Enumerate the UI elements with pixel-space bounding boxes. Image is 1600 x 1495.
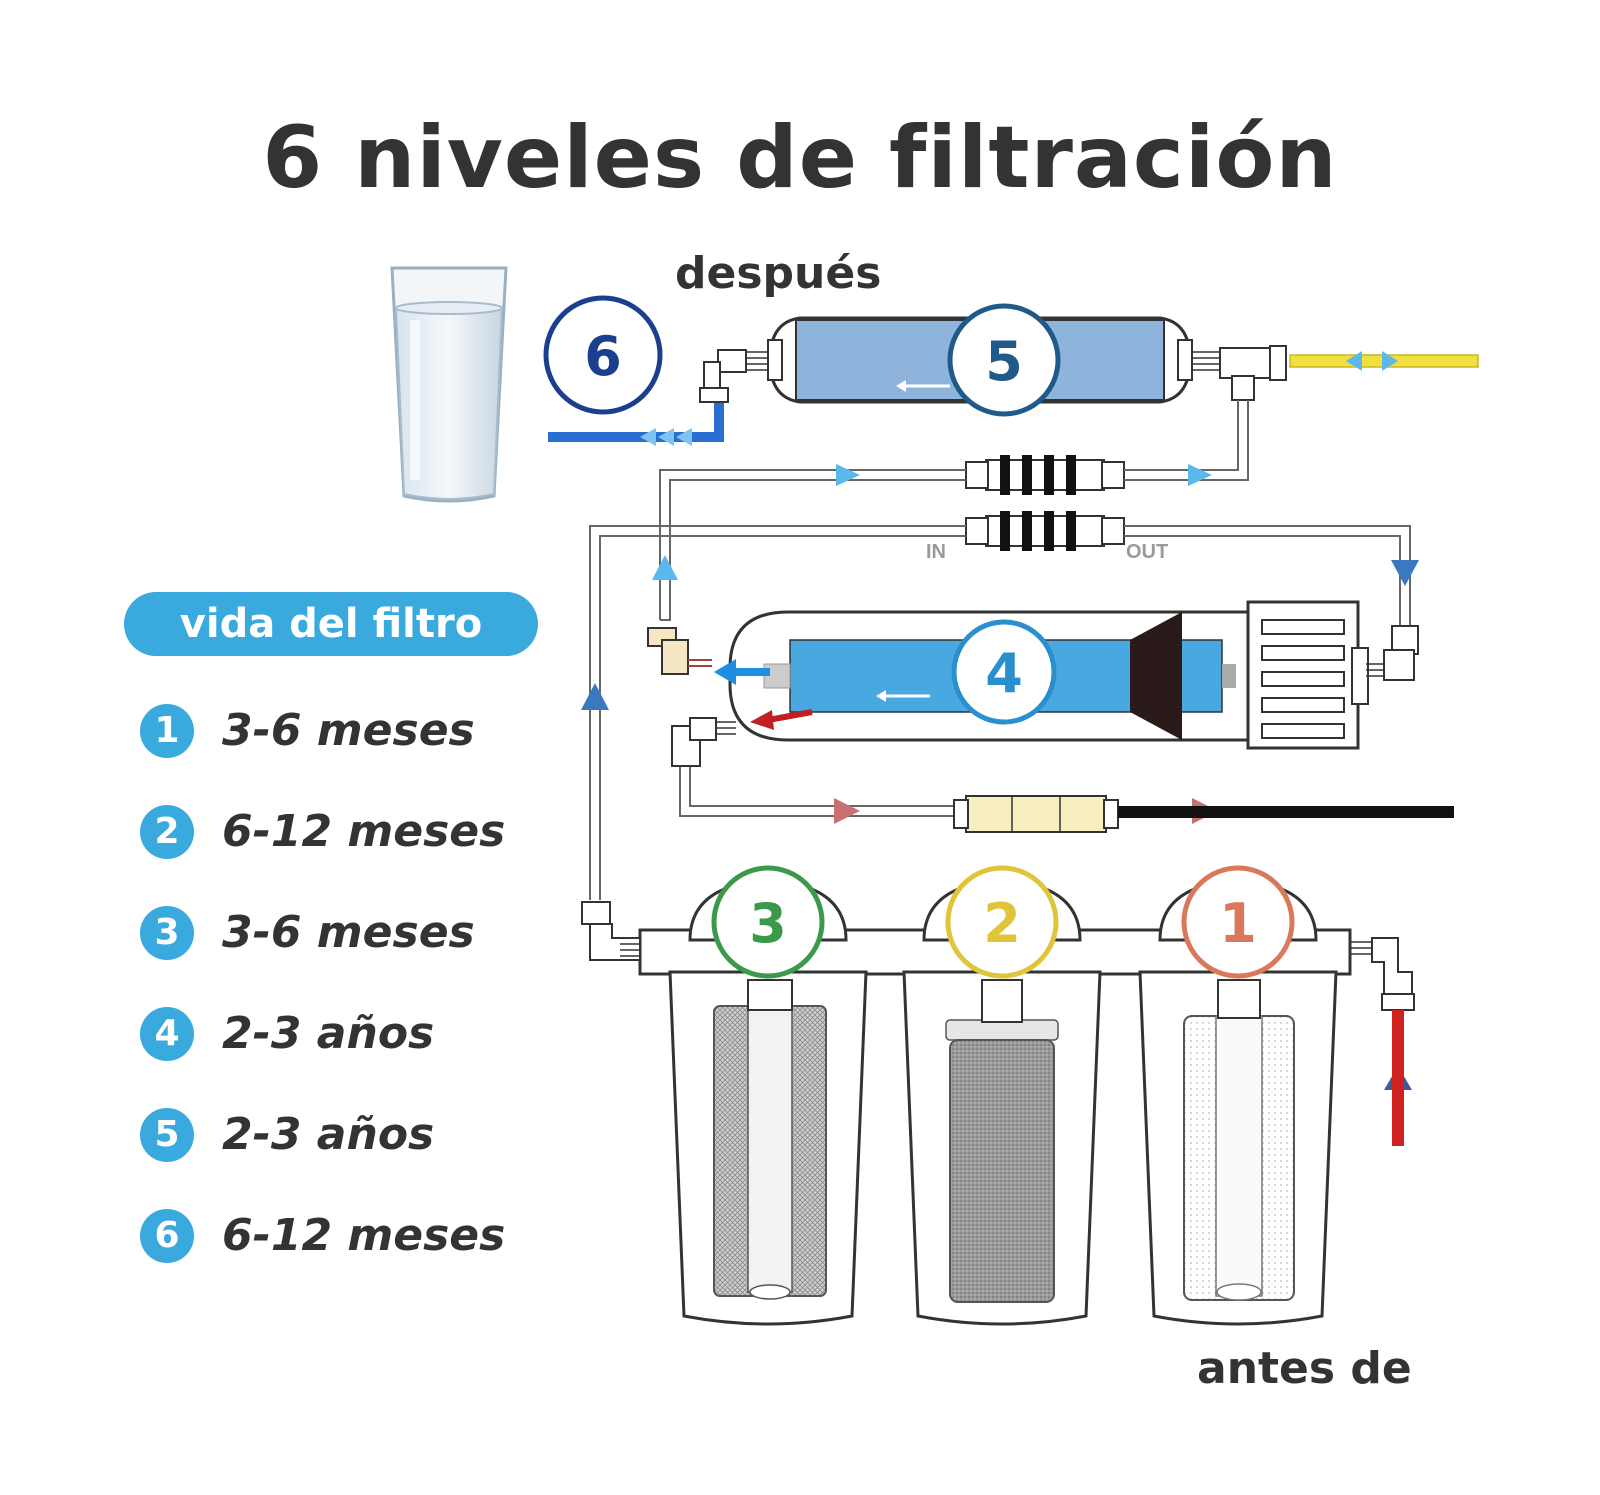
flow-valves: IN OUT bbox=[926, 455, 1168, 563]
stage-6-badge: 6 bbox=[543, 295, 663, 415]
pipes bbox=[589, 400, 1411, 900]
life-number-badge: 5 bbox=[140, 1107, 194, 1162]
life-duration: 6-12 meses bbox=[222, 806, 506, 857]
life-duration: 3-6 meses bbox=[222, 705, 475, 756]
water-glass-icon bbox=[390, 266, 508, 503]
before-label: antes de bbox=[1197, 1343, 1412, 1394]
stage-1-number: 1 bbox=[1219, 892, 1257, 955]
stage-4-membrane: 4 bbox=[647, 600, 1419, 767]
page-title: 6 niveles de filtración bbox=[262, 108, 1338, 208]
filter-life-heading: vida del filtro bbox=[124, 592, 538, 656]
stage-6-outlet bbox=[548, 388, 724, 446]
life-item-1: 1 3-6 meses bbox=[140, 680, 505, 781]
life-item-5: 5 2-3 años bbox=[140, 1084, 505, 1185]
life-number-badge: 1 bbox=[140, 703, 194, 758]
yellow-output-pipe bbox=[1289, 351, 1479, 371]
life-item-4: 4 2-3 años bbox=[140, 983, 505, 1084]
life-item-3: 3 3-6 meses bbox=[140, 882, 505, 983]
life-duration: 2-3 años bbox=[222, 1109, 435, 1160]
life-duration: 6-12 meses bbox=[222, 1210, 506, 1261]
stage-4-number: 4 bbox=[985, 642, 1023, 705]
port-in-label: IN bbox=[926, 541, 946, 563]
stage-2-housing: 2 bbox=[902, 865, 1102, 1326]
life-duration: 3-6 meses bbox=[222, 907, 475, 958]
stage-5-number: 5 bbox=[985, 330, 1023, 393]
stage-3-housing: 3 bbox=[668, 865, 868, 1326]
stage-3-number: 3 bbox=[749, 892, 787, 955]
life-number-badge: 3 bbox=[140, 905, 194, 960]
filter-life-list: 1 3-6 meses 2 6-12 meses 3 3-6 meses 4 2-3 a… bbox=[140, 680, 505, 1286]
stage-2-number: 2 bbox=[983, 892, 1021, 955]
life-duration: 2-3 años bbox=[222, 1008, 435, 1059]
after-label: después bbox=[675, 248, 882, 299]
life-number-badge: 4 bbox=[140, 1006, 194, 1061]
life-item-2: 2 6-12 meses bbox=[140, 781, 505, 882]
stage-6-number: 6 bbox=[584, 325, 622, 388]
drain-line bbox=[953, 795, 1454, 833]
stage-5-filter: 5 bbox=[699, 303, 1287, 417]
port-out-label: OUT bbox=[1126, 541, 1168, 563]
stage-1-housing: 1 bbox=[1138, 865, 1338, 1326]
life-number-badge: 6 bbox=[140, 1208, 194, 1263]
life-number-badge: 2 bbox=[140, 804, 194, 859]
life-item-6: 6 6-12 meses bbox=[140, 1185, 505, 1286]
